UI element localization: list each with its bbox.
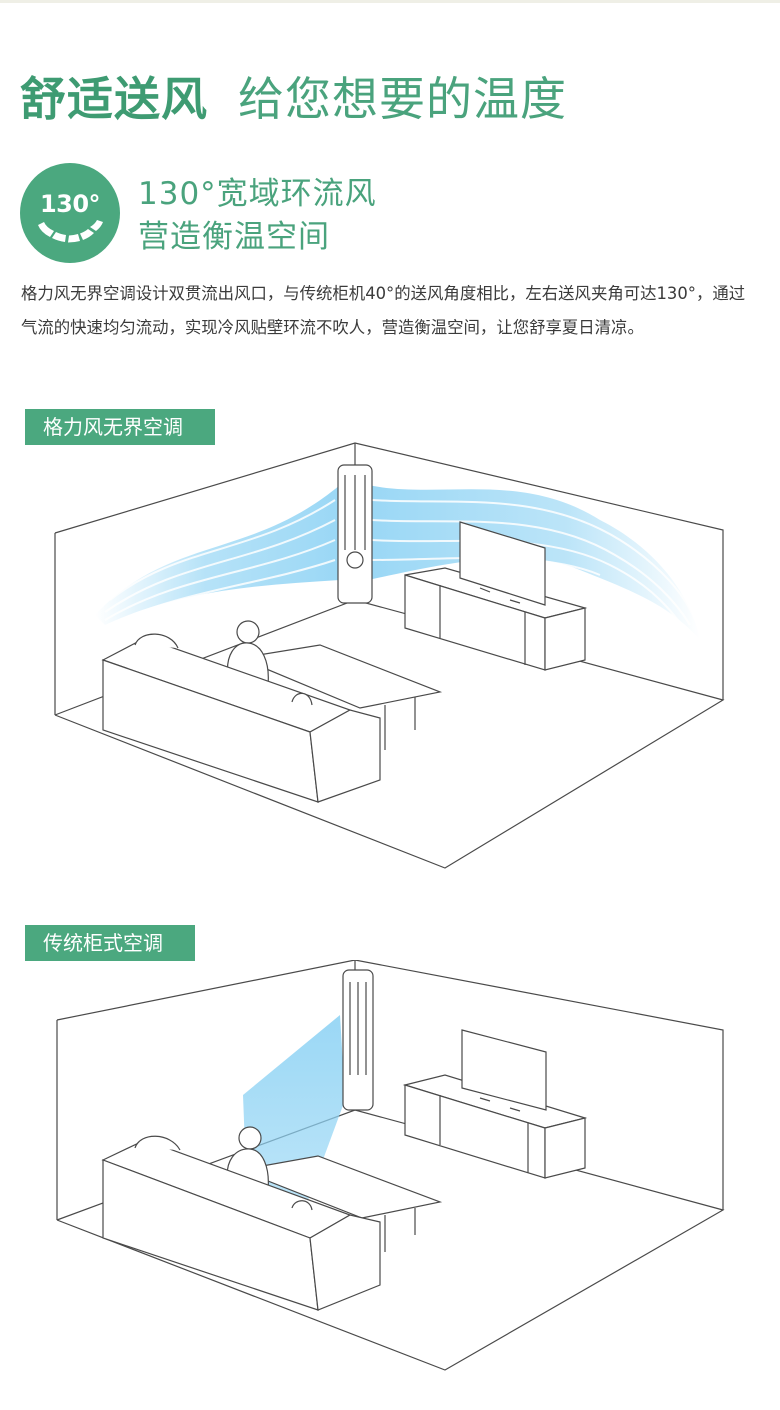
feature-title: 130°宽域环流风 营造衡温空间: [138, 173, 377, 259]
section-label-traditional: 传统柜式空调: [25, 925, 195, 961]
page-headline: 舒适送风给您想要的温度: [20, 76, 567, 122]
description-text: 格力风无界空调设计双贯流出风口，与传统柜机40°的送风角度相比，左右送风夹角可达…: [21, 284, 746, 337]
badge-angle-label: 130°: [39, 190, 101, 218]
gree-room-illustration: [0, 440, 780, 880]
feature-line-2: 营造衡温空间: [138, 219, 330, 255]
angle-badge-icon: 130°: [20, 163, 120, 263]
headline-light: 给您想要的温度: [238, 72, 567, 126]
section-label-gree: 格力风无界空调: [25, 409, 215, 445]
feature-line-1: 130°宽域环流风: [138, 176, 377, 212]
fan-arc-icon: [38, 220, 103, 243]
traditional-room-illustration: [0, 960, 780, 1380]
headline-bold: 舒适送风: [20, 72, 208, 126]
top-divider: [0, 0, 780, 3]
